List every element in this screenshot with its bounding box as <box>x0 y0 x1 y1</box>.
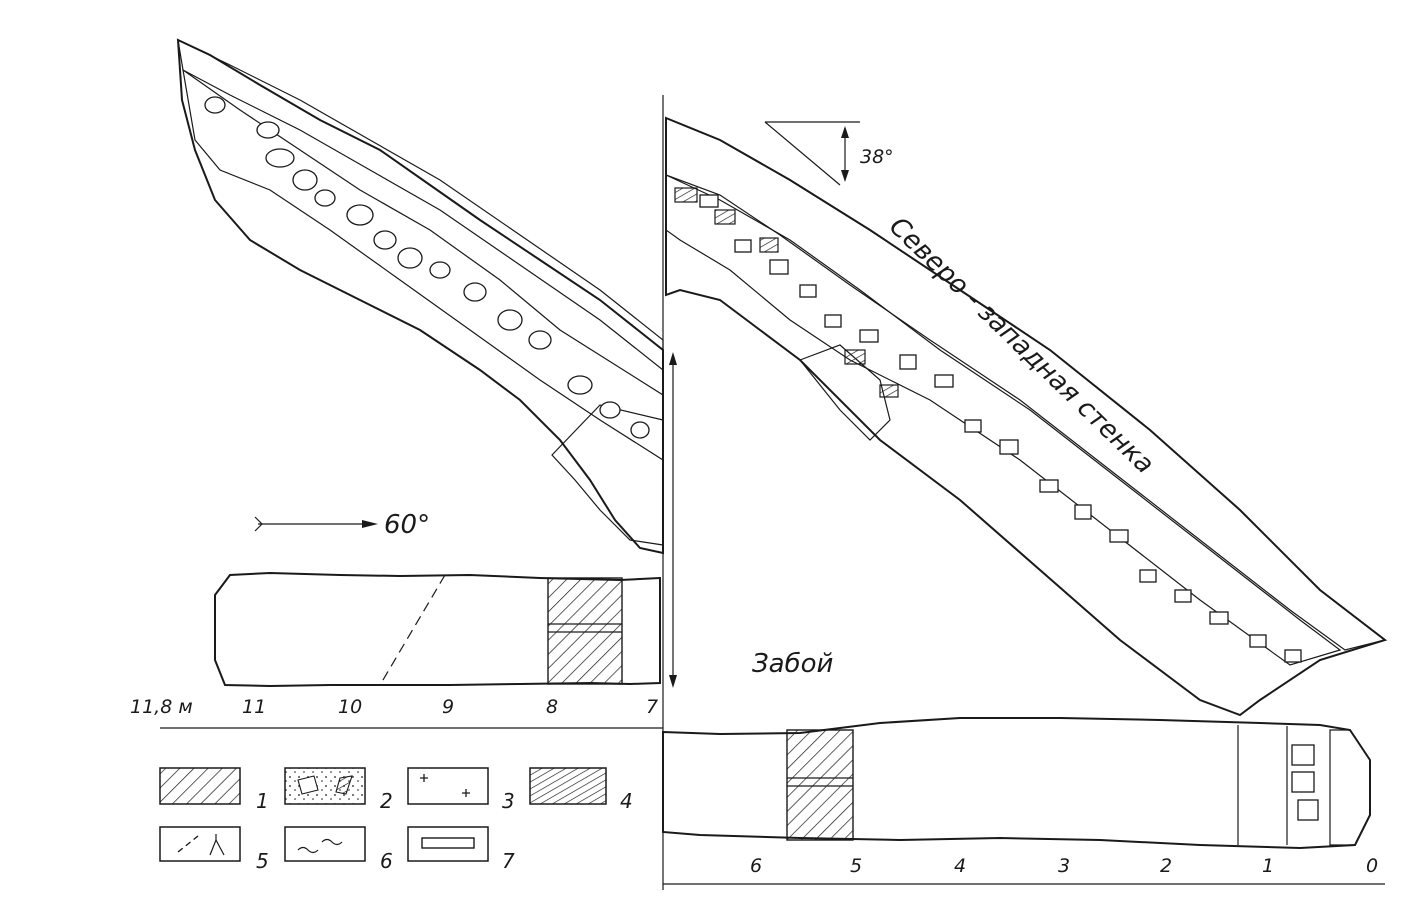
right-profile <box>665 116 1388 717</box>
scale-tick: 8 <box>546 696 558 718</box>
legend-swatch-4 <box>529 767 607 805</box>
scale-tick: 10 <box>338 696 362 718</box>
scale-tick: 5 <box>850 855 862 877</box>
dip-angle-indicator: 38° <box>764 121 894 186</box>
legend-num: 4 <box>620 789 633 813</box>
legend-num: 1 <box>256 789 269 813</box>
legend: 1 2 3 4 5 6 7 <box>159 767 633 873</box>
face-label: Забой <box>752 649 833 679</box>
azimuth-arrow: 60° <box>254 510 430 540</box>
wall-label: Северо - западная стенка <box>883 211 1159 479</box>
scale-tick: 6 <box>750 855 762 877</box>
scale-tick: 3 <box>1058 855 1070 877</box>
legend-num: 3 <box>502 789 515 813</box>
scale-tick: 1 <box>1262 855 1274 877</box>
legend-swatch-6 <box>284 826 366 862</box>
legend-swatch-5 <box>159 826 241 862</box>
legend-swatch-2 <box>284 767 366 805</box>
dip-angle-label: 38° <box>860 146 894 168</box>
legend-num: 2 <box>380 789 393 813</box>
scale-right: 6 5 4 3 2 1 0 <box>663 855 1385 885</box>
scale-tick: 9 <box>442 696 454 718</box>
scale-tick: 0 <box>1366 855 1378 877</box>
right-plan-strip <box>662 717 1371 850</box>
scale-tick: 2 <box>1160 855 1172 877</box>
legend-num: 6 <box>380 849 393 873</box>
legend-num: 7 <box>502 849 515 873</box>
scale-tick: 11 <box>242 696 266 718</box>
left-plan-strip <box>214 571 661 688</box>
left-profile <box>176 38 664 555</box>
scale-tick: 11,8 м <box>130 696 193 718</box>
legend-swatch-3 <box>407 767 489 805</box>
azimuth-label: 60° <box>384 510 430 540</box>
legend-num: 5 <box>256 849 269 873</box>
scale-left: 11,8 м 11 10 9 8 7 <box>130 696 663 729</box>
scale-tick: 7 <box>646 696 658 718</box>
legend-swatch-1 <box>159 767 241 805</box>
scale-tick: 4 <box>954 855 966 877</box>
